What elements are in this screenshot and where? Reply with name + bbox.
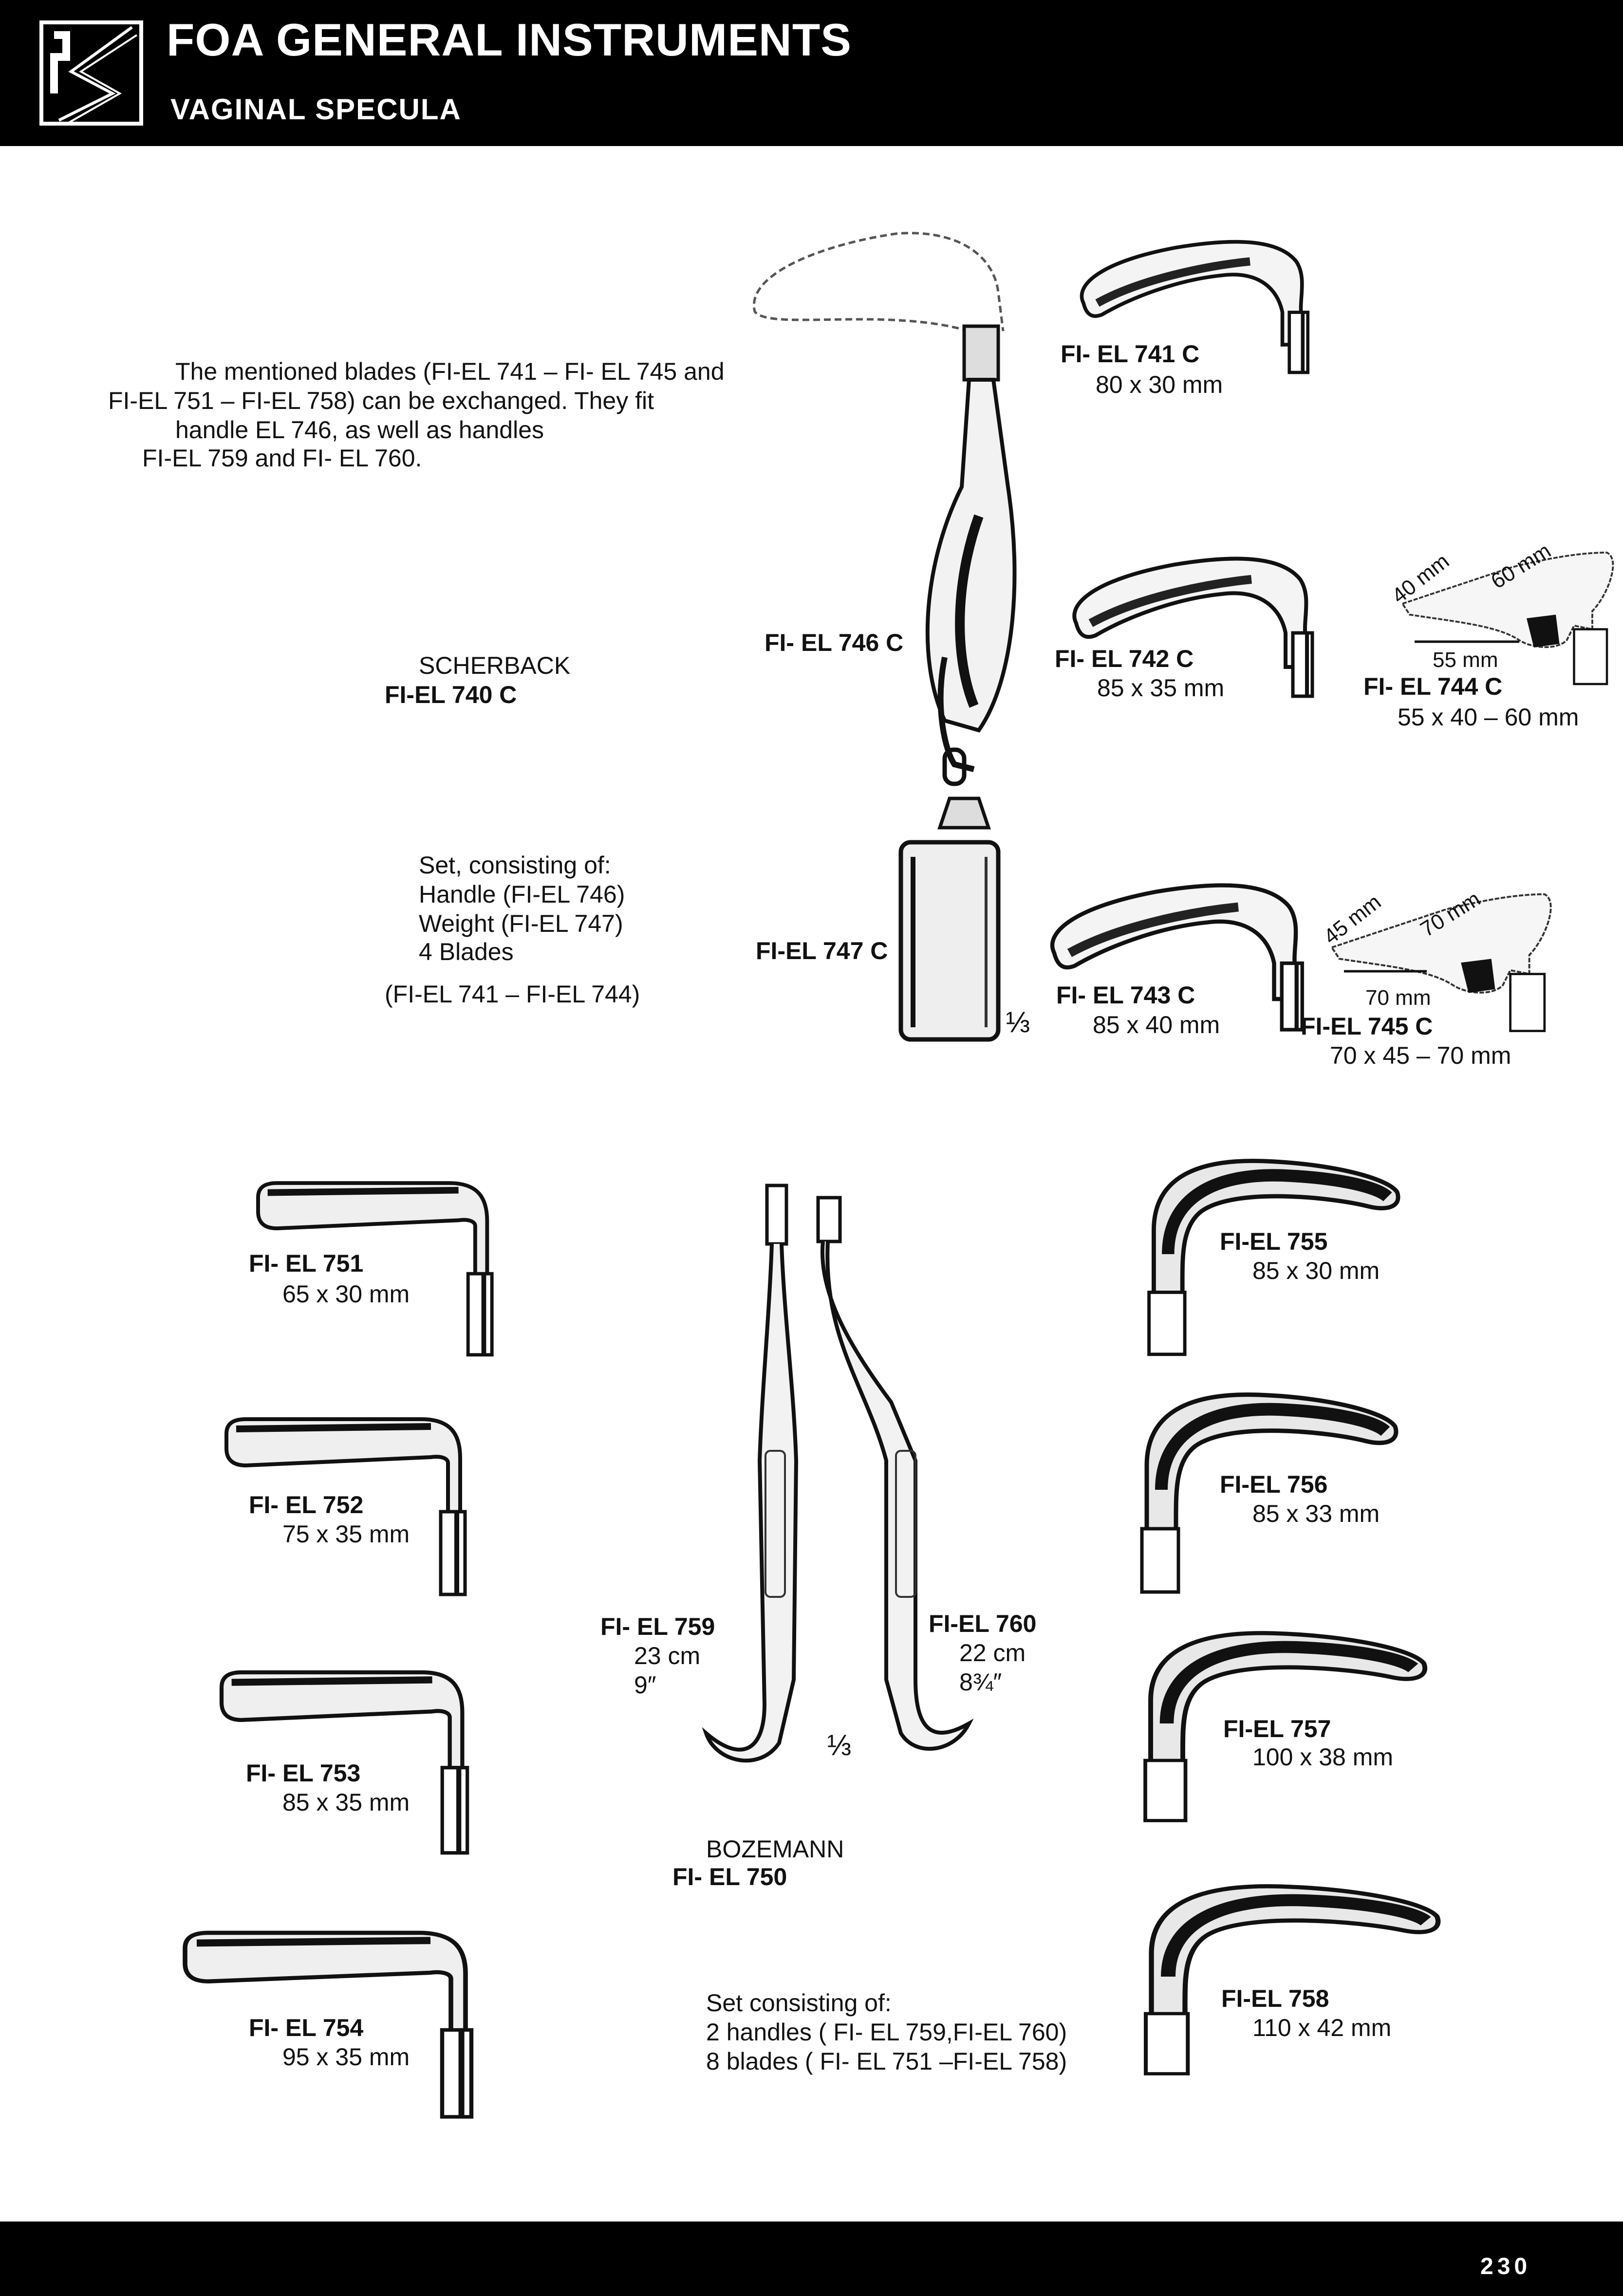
- blade-code: FI-EL 757: [1223, 1715, 1331, 1742]
- weight-cylinder: [898, 840, 1001, 1042]
- blade-size: 85 x 30 mm: [1252, 1257, 1380, 1284]
- bozemann-handle-760: [816, 1196, 974, 1751]
- handle-code: FI- EL 746 C: [765, 629, 904, 656]
- set-line: 2 handles ( FI- EL 759,FI-EL 760): [706, 2018, 1067, 2046]
- blade-code: FI- EL 744 C: [1363, 673, 1503, 700]
- blade-code: FI- EL 741 C: [1061, 340, 1200, 368]
- dotted-blade-outline: [752, 232, 1005, 333]
- blade-code: FI-EL 758: [1221, 1985, 1329, 2012]
- intro-line: FI-EL 759 and FI- EL 760.: [142, 444, 422, 472]
- blade-size: 95 x 35 mm: [282, 2043, 410, 2071]
- set-name: BOZEMANN: [706, 1835, 844, 1863]
- scale-label: ⅓: [1006, 1006, 1030, 1038]
- set-line: Set, consisting of:: [419, 852, 611, 879]
- bozemann-handle-759: [702, 1184, 799, 1763]
- set-line: Handle (FI-EL 746): [419, 881, 625, 908]
- blade-size: 75 x 35 mm: [282, 1520, 410, 1548]
- intro-line: The mentioned blades (FI-EL 741 – FI- EL…: [175, 358, 725, 385]
- blade-size: 80 x 30 mm: [1096, 371, 1223, 398]
- section-title: VAGINAL SPECULA: [170, 93, 462, 126]
- blade-size: 85 x 33 mm: [1252, 1500, 1380, 1527]
- handle-length-inch: 8¾″: [959, 1668, 1002, 1696]
- handle-code: FI-EL 760: [929, 1610, 1037, 1637]
- handle-length-cm: 22 cm: [959, 1639, 1026, 1666]
- footer-band: [0, 2222, 1623, 2296]
- dimension-label: 55 mm: [1433, 648, 1498, 672]
- blade-code: FI- EL 742 C: [1055, 645, 1194, 672]
- blade-code: FI-EL 745 C: [1301, 1013, 1433, 1040]
- weight-code: FI-EL 747 C: [756, 937, 888, 964]
- set-line: 8 blades ( FI- EL 751 –FI-EL 758): [706, 2048, 1067, 2075]
- blade-size: 85 x 35 mm: [282, 1789, 410, 1816]
- blade-size: 65 x 30 mm: [282, 1280, 410, 1308]
- blade-size: 85 x 40 mm: [1093, 1011, 1220, 1038]
- catalog-title: FOA GENERAL INSTRUMENTS: [167, 14, 852, 65]
- blade-code: FI- EL 743 C: [1056, 981, 1195, 1009]
- handle-code: FI- EL 759: [600, 1613, 715, 1640]
- blade-code: FI- EL 752: [249, 1491, 364, 1518]
- set-line: (FI-EL 741 – FI-EL 744): [385, 981, 640, 1008]
- scale-label: ⅓: [827, 1729, 852, 1761]
- handle-length-cm: 23 cm: [634, 1642, 701, 1669]
- set-line: Weight (FI-EL 747): [419, 910, 623, 937]
- company-logo: [39, 20, 143, 126]
- intro-line: FI-EL 751 – FI-EL 758) can be exchanged.…: [108, 387, 654, 414]
- set-line: Set consisting of:: [706, 1989, 892, 2017]
- blade-size: 55 x 40 – 60 mm: [1398, 704, 1579, 731]
- header-band: FOA GENERAL INSTRUMENTS VAGINAL SPECULA: [0, 0, 1623, 146]
- blade-code: FI- EL 751: [249, 1250, 364, 1277]
- set-code: FI-EL 740 C: [385, 681, 517, 708]
- blade-size: 70 x 45 – 70 mm: [1330, 1042, 1511, 1069]
- blade-code: FI-EL 755: [1220, 1228, 1328, 1255]
- blade-size: 110 x 42 mm: [1252, 2014, 1392, 2041]
- set-name: SCHERBACK: [419, 652, 571, 679]
- dimension-label: 70 mm: [1365, 986, 1431, 1010]
- blade-size: 100 x 38 mm: [1252, 1743, 1394, 1771]
- blade-size: 85 x 35 mm: [1097, 674, 1225, 702]
- set-code: FI- EL 750: [672, 1863, 787, 1890]
- blade-code: FI- EL 754: [249, 2014, 364, 2041]
- set-line: 4 Blades: [419, 938, 514, 965]
- handle-length-inch: 9″: [634, 1671, 656, 1699]
- blade-code: FI-EL 756: [1220, 1471, 1328, 1498]
- blade-code: FI- EL 753: [246, 1759, 361, 1787]
- page-number: 230: [1480, 2254, 1531, 2279]
- intro-line: handle EL 746, as well as handles: [175, 416, 544, 444]
